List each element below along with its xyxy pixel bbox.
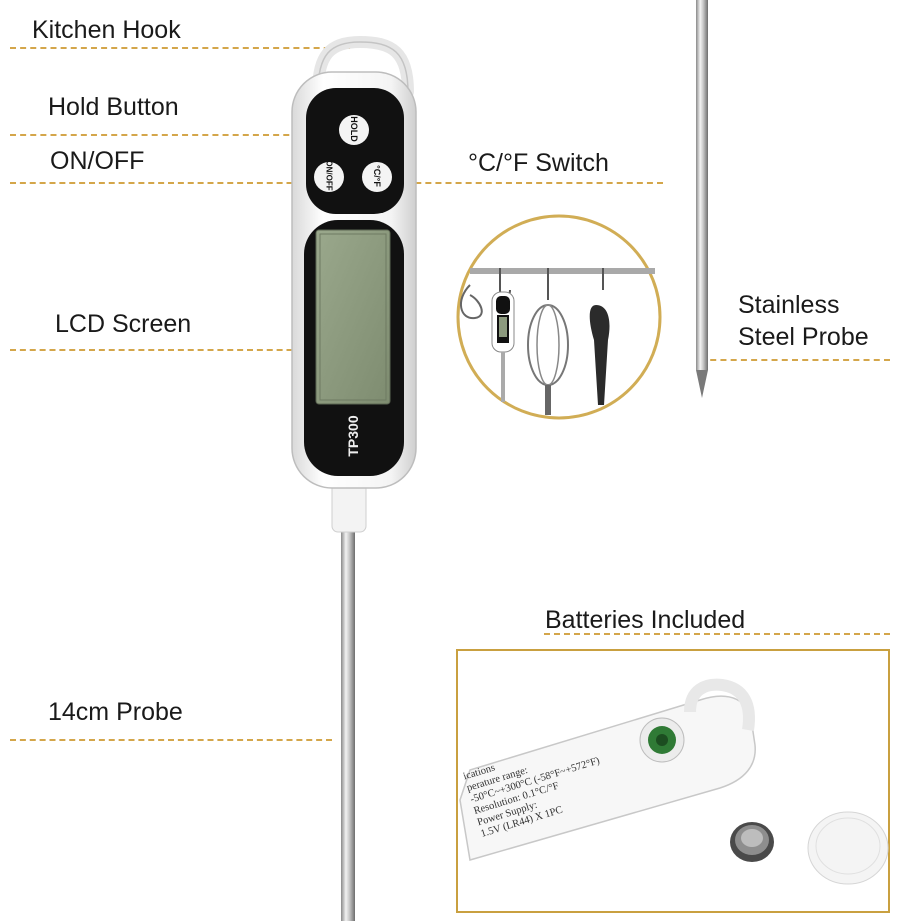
stainless-probe-rod <box>696 0 708 370</box>
lcd-screen-label: LCD Screen <box>55 310 192 338</box>
lcd-screen <box>315 229 391 405</box>
hanging-inset-content <box>460 268 655 415</box>
kitchen-hook-leader <box>10 47 350 49</box>
stainless-steel-probe-label: Stainless Steel Probe <box>738 290 869 352</box>
stainless-probe-leader <box>700 359 890 361</box>
hold-button-text: HOLD <box>349 116 359 142</box>
probe-length-leader <box>10 739 332 741</box>
on-off-leader <box>10 182 332 184</box>
probe-length-label: 14cm Probe <box>48 698 183 726</box>
hanging-inset-circle <box>456 214 662 420</box>
cf-switch-leader <box>375 182 663 184</box>
lcd-screen-leader <box>10 349 332 351</box>
button-panel <box>306 88 404 214</box>
cf-button <box>362 162 392 192</box>
hold-button-leader <box>10 134 350 136</box>
stainless-line-1: Stainless <box>738 291 840 319</box>
batteries-label: Batteries Included <box>545 606 746 634</box>
stainless-probe-tip <box>696 370 708 398</box>
stainless-line-2: Steel Probe <box>738 323 869 351</box>
cf-switch-label: °C/°F Switch <box>468 149 609 177</box>
on-off-label: ON/OFF <box>50 147 145 175</box>
kitchen-hook-label: Kitchen Hook <box>32 16 181 44</box>
hold-button-label: Hold Button <box>48 93 179 121</box>
on-off-button-text: ON/OFF <box>324 160 334 191</box>
main-probe-rod <box>341 530 355 921</box>
battery-compartment-illustration <box>459 678 889 885</box>
cf-button-text: °C/°F <box>372 165 382 187</box>
hold-button <box>339 115 369 145</box>
batteries-leader <box>544 633 890 635</box>
on-off-button <box>314 162 344 192</box>
model-name: TP300 <box>345 415 361 457</box>
